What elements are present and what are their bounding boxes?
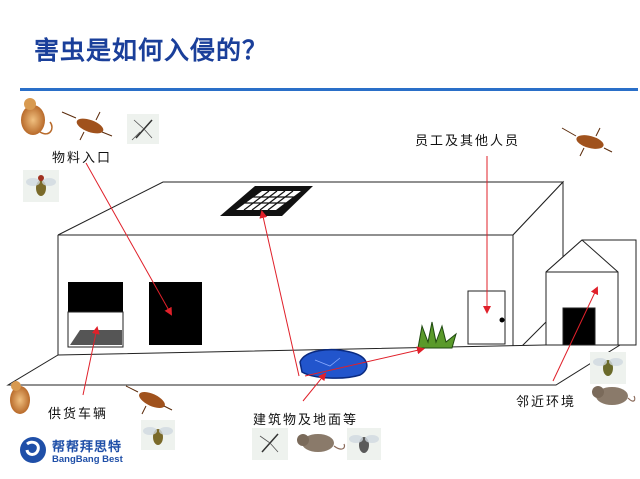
material-door-icon [149, 282, 202, 345]
brand-name-cn: 帮帮拜思特 [52, 440, 123, 455]
page-title: 害虫是如何入侵的？ [34, 36, 269, 65]
arrow-supply-vehicle [82, 326, 100, 396]
staff-door-icon [467, 290, 506, 345]
title-divider [20, 88, 638, 91]
mosquito-icon [252, 428, 288, 460]
rat-icon [297, 434, 346, 452]
rat-icon [592, 386, 636, 405]
label-neighborhood: 邻近环境 [516, 395, 577, 410]
label-building-ground: 建筑物及地面等 [253, 413, 359, 428]
mosquito-icon [127, 114, 159, 144]
cockroach-icon [561, 127, 613, 157]
roof-vent-icon [220, 186, 313, 216]
cockroach-icon [61, 111, 113, 141]
label-staff: 员工及其他人员 [415, 134, 521, 149]
fly-icon [590, 352, 626, 384]
arrow-material-entrance [85, 162, 172, 316]
label-supply-vehicle: 供货车辆 [48, 407, 109, 422]
fly-icon [23, 170, 59, 202]
cockroach-icon [125, 385, 173, 415]
brand-logo-icon [20, 437, 46, 463]
entry-arrows [82, 156, 599, 402]
grass-icon [417, 321, 457, 349]
arrow-building-vent [259, 210, 300, 377]
rat-icon [10, 381, 30, 414]
brand-name-en: BangBang Best [52, 454, 123, 465]
fly-icon [141, 420, 175, 450]
label-material-entrance: 物料入口 [52, 151, 113, 166]
arrow-building-water [302, 372, 327, 402]
fly-icon [347, 428, 381, 460]
arrow-neighborhood [552, 286, 599, 382]
loading-door-icon [67, 282, 124, 348]
rat-icon [21, 98, 53, 135]
arrow-building-grass [304, 346, 425, 377]
